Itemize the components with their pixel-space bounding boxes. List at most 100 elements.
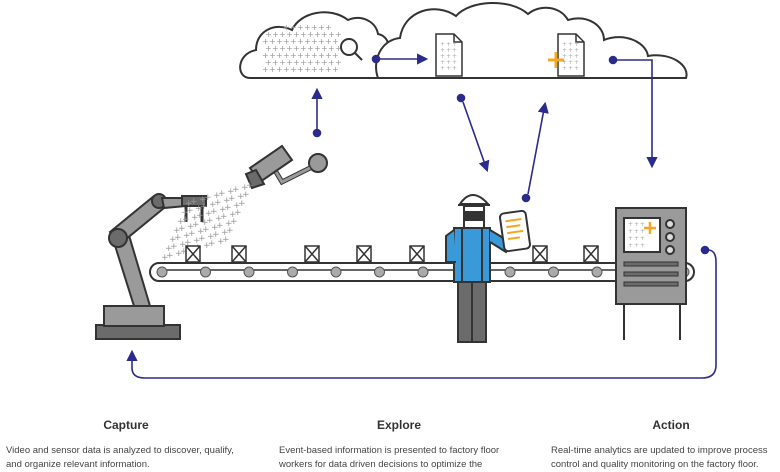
svg-text:+: + (640, 242, 645, 249)
svg-text:+: + (190, 197, 198, 207)
svg-text:+: + (300, 58, 307, 67)
svg-text:+: + (166, 251, 174, 261)
step-action: Action Real-time analytics are updated t… (551, 418, 780, 472)
svg-text:+: + (283, 51, 290, 60)
svg-text:+: + (446, 59, 451, 66)
svg-text:+: + (332, 51, 339, 60)
svg-text:+: + (311, 37, 318, 46)
svg-text:+: + (634, 242, 639, 249)
svg-text:+: + (219, 205, 227, 215)
svg-text:+: + (185, 199, 193, 209)
svg-text:+: + (279, 30, 286, 39)
svg-text:+: + (634, 221, 639, 228)
svg-text:+: + (440, 47, 445, 54)
svg-text:+: + (325, 37, 332, 46)
svg-text:+: + (325, 23, 332, 32)
svg-text:+: + (182, 215, 190, 225)
svg-text:+: + (202, 225, 210, 235)
svg-text:+: + (314, 30, 321, 39)
svg-text:+: + (226, 226, 234, 236)
magnifier-icon (340, 38, 363, 61)
svg-text:+: + (321, 44, 328, 53)
svg-text:+: + (452, 65, 457, 72)
svg-text:+: + (269, 65, 276, 74)
svg-text:+: + (452, 53, 457, 60)
svg-text:+: + (304, 65, 311, 74)
svg-text:+: + (197, 227, 205, 237)
svg-text:+: + (307, 44, 314, 53)
svg-text:+: + (233, 201, 241, 211)
factory-analytics-diagram: ++++++++++++++++++++++++++++++++++++++++… (95, 2, 717, 379)
svg-text:+: + (161, 253, 169, 263)
svg-text:+: + (297, 65, 304, 74)
cloud-data-plus-pattern: ++++++++++++++++++++++++++++++++++++++++… (262, 23, 342, 74)
svg-text:+: + (325, 65, 332, 74)
svg-text:+: + (290, 51, 297, 60)
svg-text:+: + (234, 208, 242, 218)
step-capture: Capture Video and sensor data is analyze… (6, 418, 246, 472)
svg-text:+: + (242, 190, 250, 200)
svg-text:+: + (213, 191, 221, 201)
svg-text:+: + (562, 53, 567, 60)
svg-text:+: + (201, 218, 209, 228)
svg-text:+: + (335, 30, 342, 39)
svg-text:+: + (634, 228, 639, 235)
svg-text:+: + (293, 44, 300, 53)
svg-text:+: + (452, 41, 457, 48)
svg-text:+: + (297, 37, 304, 46)
svg-text:+: + (183, 231, 191, 241)
svg-text:+: + (328, 44, 335, 53)
cloud-icon-left (239, 11, 390, 79)
conveyor-belt-icon (149, 245, 695, 282)
svg-text:+: + (446, 53, 451, 60)
svg-text:+: + (332, 37, 339, 46)
svg-text:+: + (307, 58, 314, 67)
svg-text:+: + (276, 51, 283, 60)
svg-text:+: + (229, 210, 237, 220)
svg-text:+: + (318, 51, 325, 60)
svg-text:+: + (177, 217, 185, 227)
svg-text:+: + (191, 213, 199, 223)
svg-text:+: + (311, 23, 318, 32)
svg-text:+: + (175, 249, 183, 259)
svg-text:+: + (562, 41, 567, 48)
svg-text:+: + (220, 212, 228, 222)
svg-text:+: + (628, 221, 633, 228)
svg-text:+: + (640, 228, 645, 235)
svg-text:+: + (446, 41, 451, 48)
svg-text:+: + (562, 65, 567, 72)
svg-text:+: + (300, 44, 307, 53)
svg-text:+: + (300, 30, 307, 39)
svg-text:+: + (227, 187, 235, 197)
svg-text:+: + (440, 65, 445, 72)
svg-text:+: + (217, 237, 225, 247)
svg-text:+: + (199, 195, 207, 205)
svg-text:+: + (286, 30, 293, 39)
svg-text:+: + (297, 23, 304, 32)
svg-text:+: + (193, 236, 201, 246)
svg-text:+: + (321, 58, 328, 67)
step-description: Video and sensor data is analyzed to dis… (6, 445, 234, 470)
svg-text:+: + (179, 240, 187, 250)
svg-text:+: + (290, 23, 297, 32)
svg-text:+: + (314, 58, 321, 67)
svg-text:+: + (228, 194, 236, 204)
svg-text:+: + (206, 216, 214, 226)
svg-text:+: + (209, 200, 217, 210)
svg-text:+: + (440, 41, 445, 48)
svg-text:+: + (304, 37, 311, 46)
tablet-icon (498, 209, 532, 253)
svg-text:+: + (440, 53, 445, 60)
svg-text:+: + (186, 206, 194, 216)
svg-text:+: + (452, 59, 457, 66)
svg-text:+: + (335, 44, 342, 53)
svg-text:+: + (634, 235, 639, 242)
document-plus-icon (548, 33, 585, 77)
cloud-icon-right (375, 2, 688, 79)
svg-text:+: + (223, 196, 231, 206)
svg-text:+: + (325, 51, 332, 60)
svg-text:+: + (283, 37, 290, 46)
svg-text:+: + (297, 51, 304, 60)
svg-text:+: + (205, 209, 213, 219)
svg-text:+: + (192, 220, 200, 230)
